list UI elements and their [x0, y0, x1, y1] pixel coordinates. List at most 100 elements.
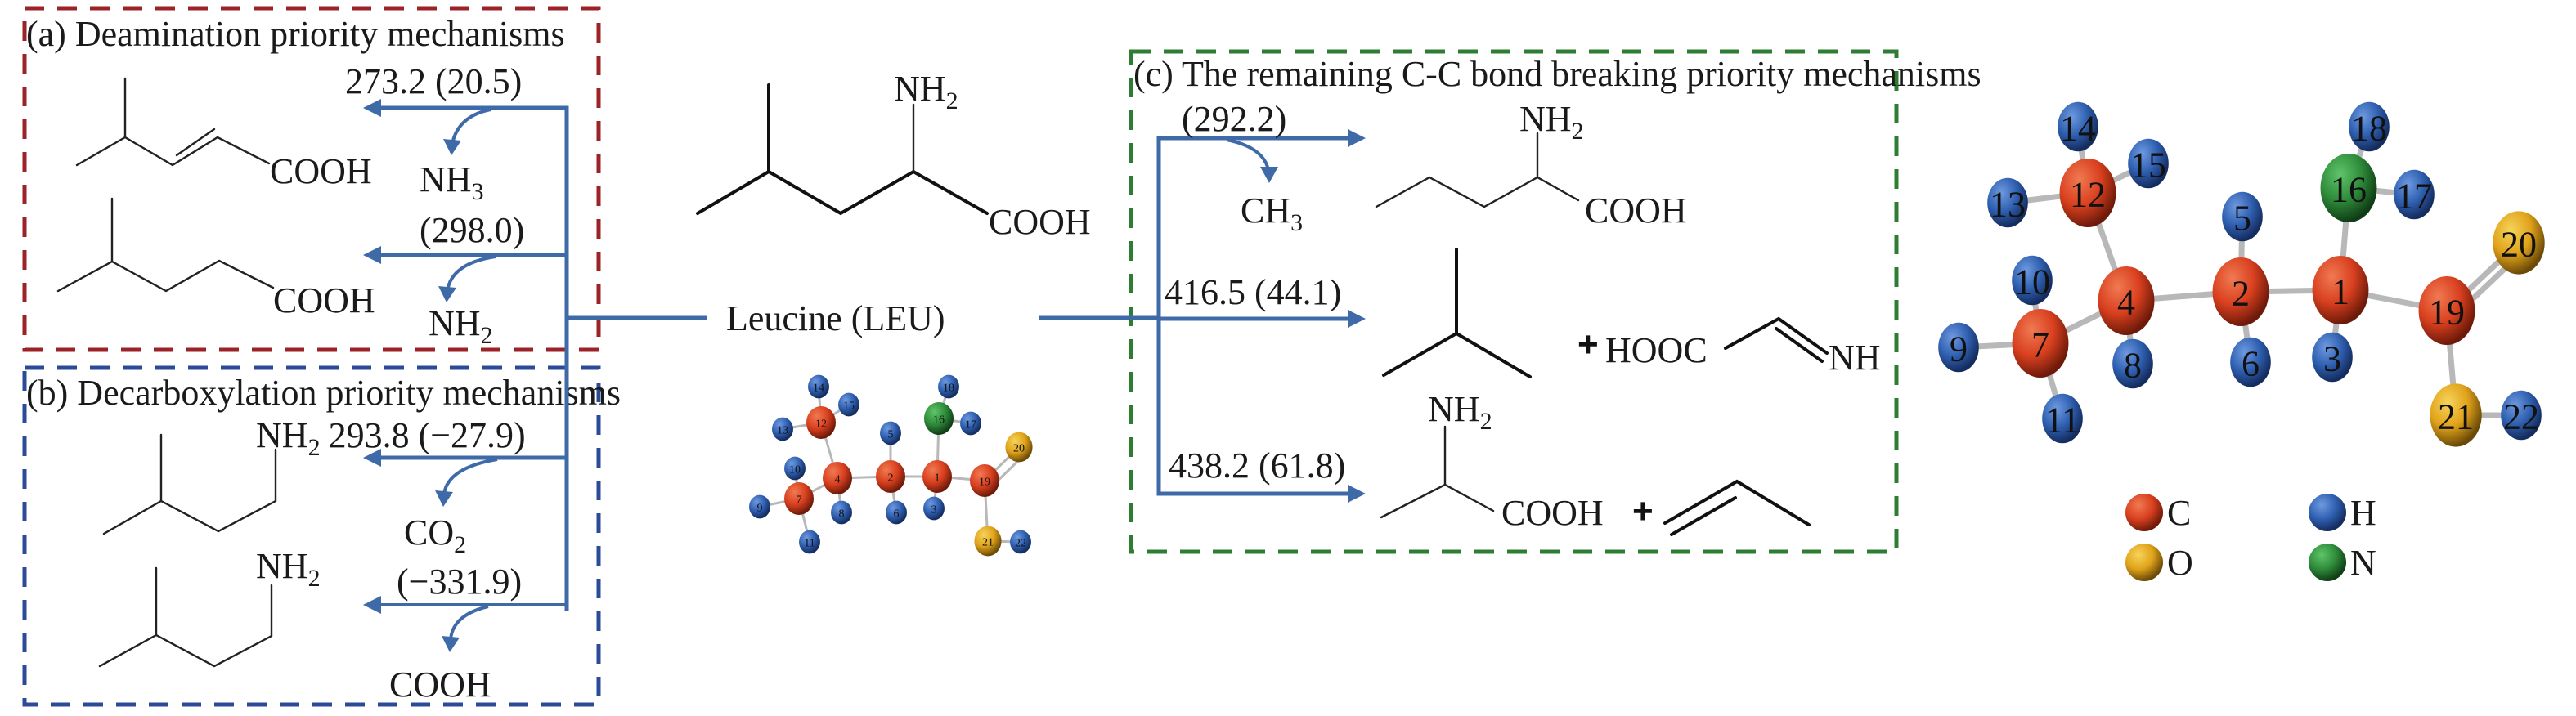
pathway-b1-leaving-group: CO2 [404, 512, 466, 558]
atom-number-label: 6 [894, 508, 900, 521]
atom-ball-h [880, 421, 901, 445]
atom-ball-h [772, 417, 793, 441]
pathway-c2-energy: 416.5 (44.1) [1165, 272, 1341, 312]
product-c3-acid: COOH [1501, 493, 1604, 533]
atom-ball-h [1010, 530, 1031, 554]
atom-number-label: 16 [933, 414, 945, 427]
atom-ball-h [2222, 191, 2263, 242]
atom-number-label: 13 [777, 425, 788, 437]
atom-number-label: 21 [2438, 397, 2474, 437]
atom-ball-h [2112, 338, 2153, 389]
legend-nitrogen-ball-icon [2309, 544, 2346, 581]
atom-8: 8 [2112, 338, 2153, 389]
atom-ball-o [974, 526, 1002, 557]
atom-number-label: 19 [2429, 293, 2465, 333]
atom-number-label: 19 [979, 477, 990, 489]
product-a1-cooh: COOH [270, 151, 372, 191]
atom-number-label: 7 [797, 494, 802, 507]
atom-21: 21 [2430, 383, 2482, 447]
atom-number-label: 5 [888, 429, 894, 441]
atom-ball-c [970, 464, 999, 497]
atom-20: 20 [2493, 211, 2545, 275]
atom-ball-n [924, 402, 954, 435]
atom-ball-h [2128, 138, 2169, 189]
leucine-amine: NH2 [894, 69, 958, 114]
legend-item-c: C [2125, 493, 2191, 533]
atom-9: 9 [749, 494, 770, 519]
panel-a-title: (a) Deamination priority mechanisms [26, 14, 565, 54]
atom-7: 7 [784, 482, 814, 515]
atom-13: 13 [1987, 177, 2028, 228]
atom-ball-h [938, 374, 959, 399]
atom-number-label: 9 [1950, 329, 1968, 369]
atom-2: 2 [876, 460, 905, 493]
atom-number-label: 2 [888, 472, 894, 485]
atom-22: 22 [1010, 530, 1031, 554]
product-c2-imine-bonds [1724, 316, 1829, 363]
element-legend: C H O N [2125, 493, 2376, 583]
atom-3: 3 [2312, 332, 2353, 383]
atom-number-label: 11 [2045, 401, 2080, 441]
pathway-b2-leaving-group: COOH [389, 665, 491, 705]
atom-ball-c [2098, 266, 2155, 335]
atom-ball-h [1987, 177, 2028, 228]
atom-number-label: 20 [2501, 225, 2537, 265]
atom-ball-c [876, 460, 905, 493]
product-b2-amine: NH2 [256, 546, 321, 592]
atom-22: 22 [2501, 390, 2542, 441]
product-c3-propene-skeleton [1663, 479, 1811, 536]
atom-18: 18 [938, 374, 959, 399]
atom-ball-o [1005, 432, 1033, 463]
atom-number-label: 1 [935, 472, 940, 485]
atom-2: 2 [2212, 257, 2269, 326]
pathway-a1-energy: 273.2 (20.5) [345, 61, 522, 101]
panel-c-box [1129, 49, 1899, 554]
atom-ball-c [784, 482, 814, 515]
product-c1-skeleton [1375, 132, 1580, 208]
atom-ball-c [922, 460, 952, 493]
atom-6: 6 [886, 500, 907, 525]
atom-ball-h [799, 530, 820, 554]
atom-ball-h [2312, 332, 2353, 383]
atom-number-label: 22 [1015, 538, 1026, 550]
atom-17: 17 [960, 411, 981, 436]
atom-ball-c [2012, 309, 2069, 378]
legend-label-h: H [2350, 493, 2376, 533]
atom-number-label: 20 [1013, 443, 1025, 455]
product-b1-skeleton [102, 433, 277, 535]
atom-ball-o [2493, 211, 2545, 275]
legend-item-h: H [2309, 493, 2376, 533]
atom-number-label: 10 [2014, 262, 2050, 302]
atom-number-label: 15 [2130, 145, 2166, 186]
leucine-center: NH2 COOH Leucine (LEU) 22181715141311109… [567, 69, 1159, 557]
atom-20: 20 [1005, 432, 1033, 463]
atom-19: 19 [970, 464, 999, 497]
atom-number-label: 11 [804, 538, 815, 550]
atom-ball-c [823, 462, 852, 494]
product-c1-amine: NH2 [1519, 99, 1584, 145]
atom-ball-c [2212, 257, 2269, 326]
atom-ball-c [2312, 256, 2369, 324]
atom-number-label: 8 [2124, 346, 2142, 386]
panel-c: (c) The remaining C-C bond breaking prio… [1133, 54, 1981, 536]
flow-arrows-b [363, 319, 569, 652]
legend-label-n: N [2350, 543, 2376, 583]
atom-ball-h [749, 494, 770, 519]
pathway-a2-leaving-group: NH2 [429, 303, 493, 349]
atom-number-label: 5 [2233, 199, 2251, 239]
panel-b: (b) Decarboxylation priority mechanisms … [26, 319, 621, 705]
atom-number-label: 16 [2331, 170, 2367, 210]
atom-ball-h [2349, 101, 2390, 152]
atom-21: 21 [974, 526, 1002, 557]
atom-4: 4 [2098, 266, 2155, 335]
atom-number-label: 4 [2117, 283, 2135, 323]
atom-number-label: 17 [2396, 177, 2432, 217]
atom-16: 16 [2320, 154, 2377, 222]
atom-number-label: 14 [813, 383, 824, 395]
product-c2-plus: + [1577, 324, 1599, 365]
atom-15: 15 [2128, 138, 2169, 189]
atom-ball-h [923, 496, 945, 521]
atom-number-label: 17 [965, 419, 976, 432]
atom-ball-h [2394, 169, 2435, 220]
